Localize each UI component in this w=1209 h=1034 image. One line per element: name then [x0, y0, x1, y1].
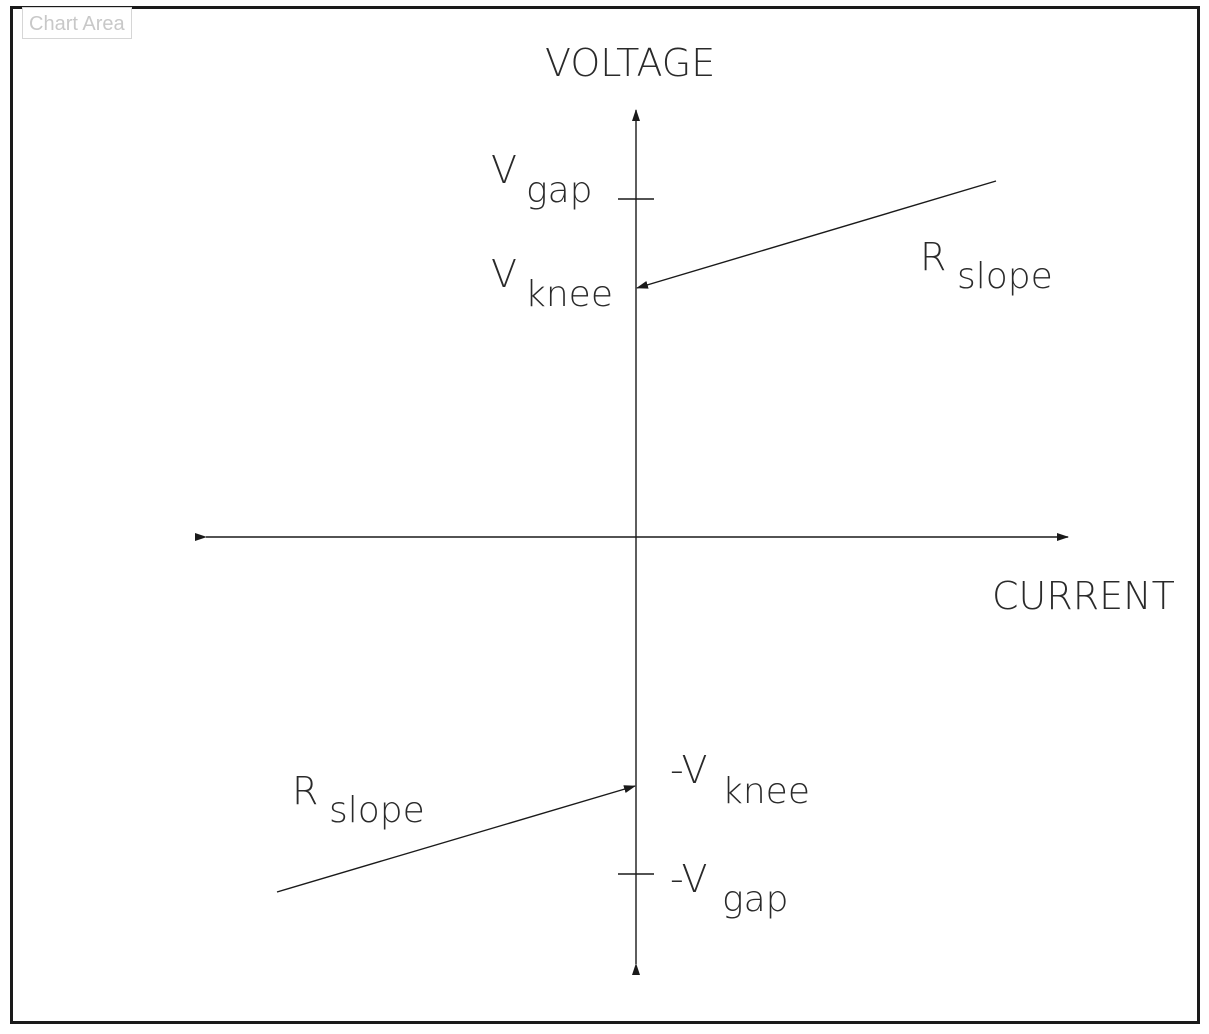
svg-text:R: R — [920, 235, 946, 279]
r-slope-lower-label: R slope — [292, 769, 425, 832]
svg-text:V: V — [491, 148, 517, 192]
svg-text:knee: knee — [722, 771, 810, 812]
svg-text:slope: slope — [957, 256, 1053, 297]
svg-text:gap: gap — [722, 879, 789, 920]
svg-text:knee: knee — [525, 274, 613, 315]
voltage-axis-title: VOLTAGE — [545, 41, 715, 85]
svg-text:-V: -V — [670, 857, 707, 901]
v-gap-label: V gap — [491, 148, 593, 212]
svg-text:slope: slope — [329, 790, 425, 831]
neg-v-knee-label: -V knee — [670, 748, 811, 813]
chart-area-label: Chart Area — [22, 7, 132, 39]
svg-text:R: R — [292, 769, 318, 813]
lower-slope-line — [276, 785, 636, 893]
v-knee-label: V knee — [491, 252, 614, 316]
svg-text:gap: gap — [526, 170, 593, 211]
neg-v-gap-label: -V gap — [670, 857, 789, 921]
current-axis-title: CURRENT — [992, 574, 1175, 618]
svg-text:V: V — [491, 252, 517, 296]
r-slope-upper-label: R slope — [920, 235, 1053, 298]
chart-frame — [10, 6, 1200, 1024]
svg-text:-V: -V — [670, 748, 707, 792]
upper-slope-line — [636, 180, 997, 289]
